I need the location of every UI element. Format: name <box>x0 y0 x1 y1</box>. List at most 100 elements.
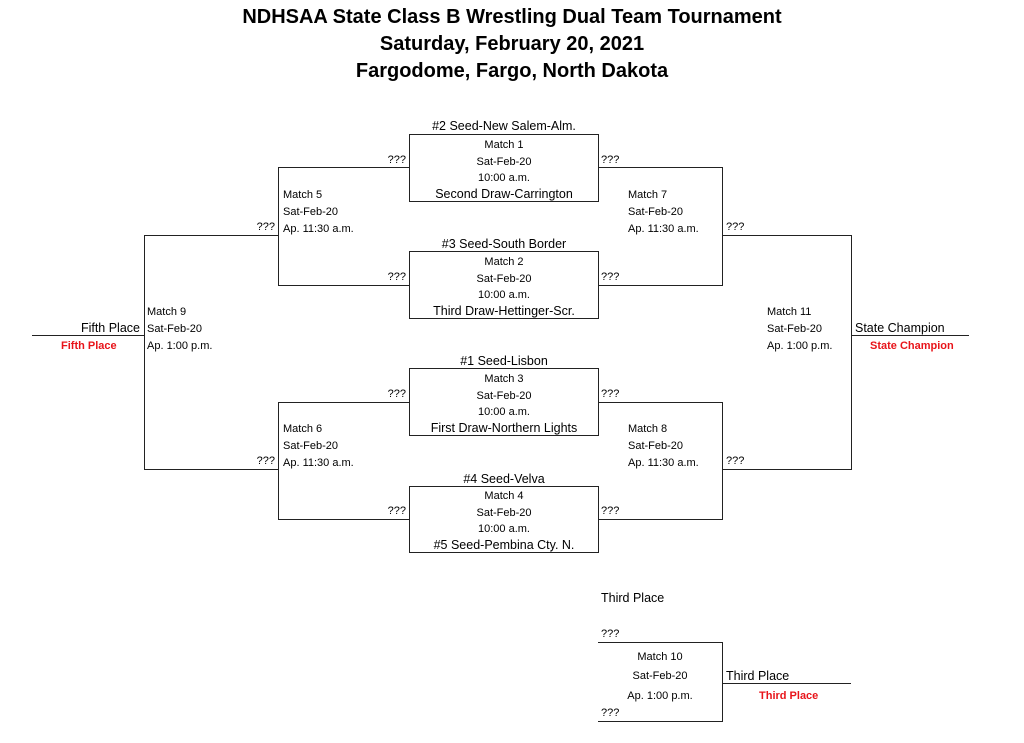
title-line-2: Saturday, February 20, 2021 <box>379 33 645 55</box>
match-1-name: Match 1 <box>484 139 524 151</box>
state-champion-winner: State Champion <box>870 340 954 352</box>
bracket-line <box>409 486 410 553</box>
match-2-name: Match 2 <box>484 256 524 268</box>
match-9-time: Ap. 1:00 p.m. <box>147 340 213 352</box>
bracket-line <box>409 552 599 553</box>
match-3-winner-right: ??? <box>601 388 620 400</box>
match-8-time: Ap. 11:30 a.m. <box>628 457 699 469</box>
match-5-time: Ap. 11:30 a.m. <box>283 223 354 235</box>
match-5-name: Match 5 <box>283 189 323 201</box>
bracket-line <box>409 201 599 202</box>
bracket-line <box>598 519 722 520</box>
match-7-date: Sat-Feb-20 <box>628 206 684 218</box>
match-3-bottom-team: First Draw-Northern Lights <box>430 421 578 435</box>
match-2-date: Sat-Feb-20 <box>476 273 532 285</box>
bracket-line <box>851 235 852 470</box>
match-10-team-bottom: ??? <box>601 707 620 719</box>
bracket-line <box>598 721 722 722</box>
bracket-line <box>851 335 969 336</box>
match-3-name: Match 3 <box>484 373 524 385</box>
match-4-winner-right: ??? <box>601 505 620 517</box>
match-1-date: Sat-Feb-20 <box>476 156 532 168</box>
bracket-line <box>278 519 409 520</box>
bracket-line <box>32 335 144 336</box>
match-11-time: Ap. 1:00 p.m. <box>767 340 833 352</box>
match-4-winner-left: ??? <box>387 505 406 517</box>
bracket-line <box>409 134 599 135</box>
bracket-line <box>409 368 599 369</box>
match-3-top-team: #1 Seed-Lisbon <box>460 354 548 368</box>
bracket-line <box>409 251 599 252</box>
bracket-line <box>598 167 722 168</box>
match-1-winner-left: ??? <box>387 154 406 166</box>
bracket-line <box>144 469 278 470</box>
match-8-name: Match 8 <box>628 423 668 435</box>
match-11-name: Match 11 <box>767 306 812 318</box>
bracket-line <box>278 285 409 286</box>
match-4-name: Match 4 <box>484 490 524 502</box>
match-2-time: 10:00 a.m. <box>478 289 530 301</box>
match-6-time: Ap. 11:30 a.m. <box>283 457 354 469</box>
bracket-line <box>722 683 851 684</box>
match-2-winner-left: ??? <box>387 271 406 283</box>
match-1-time: 10:00 a.m. <box>478 172 530 184</box>
match-1-top-team: #2 Seed-New Salem-Alm. <box>432 119 576 133</box>
third-place-winner: Third Place <box>759 690 819 702</box>
bracket-line <box>409 368 410 436</box>
bracket-line <box>722 402 723 520</box>
bracket-line <box>278 167 409 168</box>
match-4-bottom-team: #5 Seed-Pembina Cty. N. <box>433 538 575 552</box>
bracket-line <box>409 435 599 436</box>
bracket-line <box>722 235 851 236</box>
bracket-line <box>598 285 722 286</box>
bracket-line <box>278 402 279 520</box>
match-4-time: 10:00 a.m. <box>478 523 530 535</box>
bracket-line <box>722 642 723 722</box>
bracket-line <box>598 402 722 403</box>
match-4-top-team: #4 Seed-Velva <box>463 472 545 486</box>
match-7-winner: ??? <box>726 221 745 233</box>
bracket-line <box>278 402 409 403</box>
bracket-line <box>409 318 599 319</box>
match-10-team-top: ??? <box>601 628 620 640</box>
bracket-line <box>598 134 599 202</box>
title-line-3: Fargodome, Fargo, North Dakota <box>355 60 669 82</box>
match-2-bottom-team: Third Draw-Hettinger-Scr. <box>433 304 575 318</box>
bracket-line <box>278 167 279 286</box>
match-3-time: 10:00 a.m. <box>478 406 530 418</box>
bracket-line <box>722 167 723 286</box>
match-10-date: Sat-Feb-20 <box>632 670 688 682</box>
fifth-place-winner: Fifth Place <box>61 340 117 352</box>
fifth-place-label: Fifth Place <box>80 321 140 335</box>
match-6-name: Match 6 <box>283 423 323 435</box>
third-place-heading: Third Place <box>601 591 665 605</box>
match-8-date: Sat-Feb-20 <box>628 440 684 452</box>
match-1-winner-right: ??? <box>601 154 620 166</box>
state-champion-label: State Champion <box>855 321 945 335</box>
bracket-line <box>144 235 145 470</box>
bracket-line <box>598 642 722 643</box>
match-6-winner: ??? <box>256 455 275 467</box>
match-5-date: Sat-Feb-20 <box>283 206 339 218</box>
match-11-date: Sat-Feb-20 <box>767 323 823 335</box>
bracket-line <box>409 251 410 319</box>
match-4-date: Sat-Feb-20 <box>476 507 532 519</box>
match-6-date: Sat-Feb-20 <box>283 440 339 452</box>
match-7-name: Match 7 <box>628 189 668 201</box>
bracket-line <box>409 134 410 202</box>
match-3-winner-left: ??? <box>387 388 406 400</box>
match-5-winner: ??? <box>256 221 275 233</box>
match-2-winner-right: ??? <box>601 271 620 283</box>
match-10-name: Match 10 <box>637 651 683 663</box>
bracket-line <box>144 235 278 236</box>
match-7-time: Ap. 11:30 a.m. <box>628 223 699 235</box>
third-place-label: Third Place <box>726 669 790 683</box>
match-2-top-team: #3 Seed-South Border <box>441 237 567 251</box>
match-8-winner: ??? <box>726 455 745 467</box>
match-3-date: Sat-Feb-20 <box>476 390 532 402</box>
bracket-line <box>409 486 599 487</box>
match-9-date: Sat-Feb-20 <box>147 323 203 335</box>
bracket-line <box>722 469 851 470</box>
match-10-time: Ap. 1:00 p.m. <box>627 690 693 702</box>
